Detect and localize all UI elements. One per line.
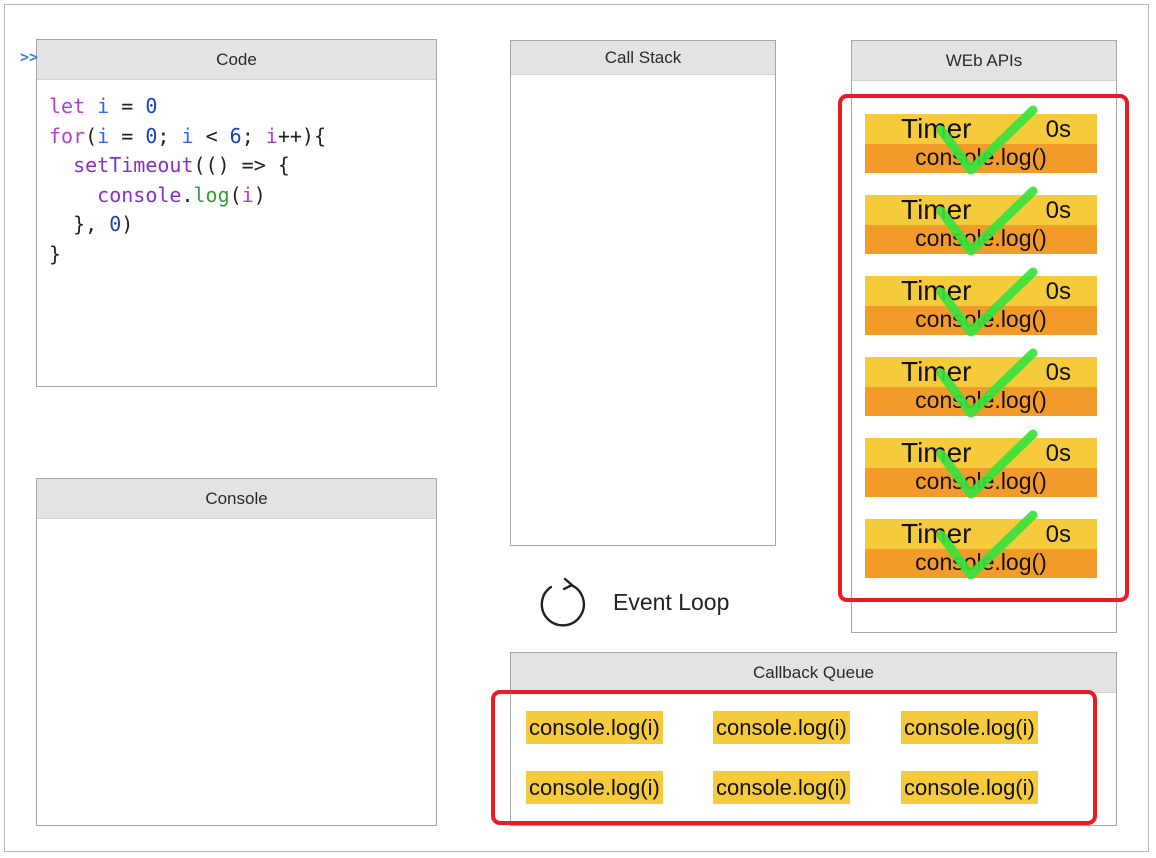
event-loop-label: Event Loop xyxy=(613,589,730,615)
console-prompt[interactable]: >> xyxy=(20,48,39,66)
code-token: i xyxy=(265,123,278,148)
code-line: } xyxy=(49,240,436,270)
queue-item: console.log(i) xyxy=(526,771,663,804)
call-stack-panel-title: Call Stack xyxy=(511,41,775,75)
timer-header xyxy=(865,195,1097,225)
code-panel-title: Code xyxy=(37,40,436,80)
code-token xyxy=(49,183,97,207)
code-token: }, xyxy=(49,212,110,236)
timer-delay: 0s xyxy=(1045,197,1071,224)
code-token: . xyxy=(181,182,194,207)
code-token: for xyxy=(49,123,86,148)
timer-label: Timer xyxy=(901,356,972,387)
code-token: 0 xyxy=(109,212,122,236)
code-token: ( xyxy=(229,182,242,207)
web-apis-panel-title: WEb APIs xyxy=(852,41,1116,81)
code-token: console xyxy=(97,182,182,207)
timer-header xyxy=(865,114,1097,144)
timer-header xyxy=(865,519,1097,549)
queue-item: console.log(i) xyxy=(713,711,850,744)
code-token: (() => { xyxy=(193,153,290,177)
code-token: log xyxy=(193,182,230,207)
code-token: ) xyxy=(121,212,134,236)
code-token xyxy=(49,153,73,177)
code-line: for(i = 0; i < 6; i++){ xyxy=(49,122,436,152)
code-token: ; xyxy=(157,123,182,148)
callback-queue-panel-title: Callback Queue xyxy=(511,653,1116,693)
timer-header xyxy=(865,276,1097,306)
checkmark-icon xyxy=(936,510,1038,580)
checkmark-icon xyxy=(936,348,1038,418)
code-token: i xyxy=(241,182,254,207)
queue-item: console.log(i) xyxy=(526,711,663,744)
code-line: setTimeout(() => { xyxy=(49,151,436,181)
code-line: }, 0) xyxy=(49,210,436,240)
timer-label: Timer xyxy=(901,113,972,144)
checkmark-icon xyxy=(936,105,1038,175)
console-panel: Console xyxy=(36,478,437,826)
callback-queue-highlight-box xyxy=(491,690,1097,825)
code-token: ++){ xyxy=(277,123,327,148)
checkmark-icon xyxy=(936,429,1038,499)
code-token: ) xyxy=(253,182,266,207)
console-panel-title: Console xyxy=(37,479,436,519)
code-token: i xyxy=(181,123,194,148)
timer-label: Timer xyxy=(901,275,972,306)
code-line: console.log(i) xyxy=(49,181,436,211)
timer-header xyxy=(865,357,1097,387)
code-token: 0 xyxy=(145,94,158,118)
checkmark-icon xyxy=(936,267,1038,337)
timer-delay: 0s xyxy=(1045,359,1071,386)
refresh-circle-icon xyxy=(540,577,585,627)
code-token: 6 xyxy=(229,123,242,148)
code-token: = xyxy=(109,94,146,118)
code-token: setTimeout xyxy=(73,153,194,177)
checkmark-icon xyxy=(936,186,1038,256)
timer-header xyxy=(865,438,1097,468)
code-token: let xyxy=(49,94,86,118)
code-token: i xyxy=(97,94,110,118)
code-token: 0 xyxy=(145,123,158,148)
timer-label: Timer xyxy=(901,194,972,225)
code-token: < xyxy=(193,123,230,148)
timer-delay: 0s xyxy=(1045,278,1071,305)
timer-delay: 0s xyxy=(1045,521,1071,548)
code-token: ; xyxy=(241,123,266,148)
timer-delay: 0s xyxy=(1045,440,1071,467)
code-token: ( xyxy=(85,123,98,148)
queue-item: console.log(i) xyxy=(901,711,1038,744)
code-token xyxy=(85,94,97,118)
web-apis-highlight-box xyxy=(838,94,1129,602)
timer-delay: 0s xyxy=(1045,116,1071,143)
queue-item: console.log(i) xyxy=(713,771,850,804)
call-stack-panel: Call Stack xyxy=(510,40,776,546)
code-token: } xyxy=(49,241,62,266)
code-token: i xyxy=(97,123,110,148)
queue-item: console.log(i) xyxy=(901,771,1038,804)
diagram-frame xyxy=(4,4,1149,852)
code-token: = xyxy=(109,123,146,148)
code-line: let i = 0 xyxy=(49,92,436,122)
timer-label: Timer xyxy=(901,518,972,549)
timer-label: Timer xyxy=(901,437,972,468)
